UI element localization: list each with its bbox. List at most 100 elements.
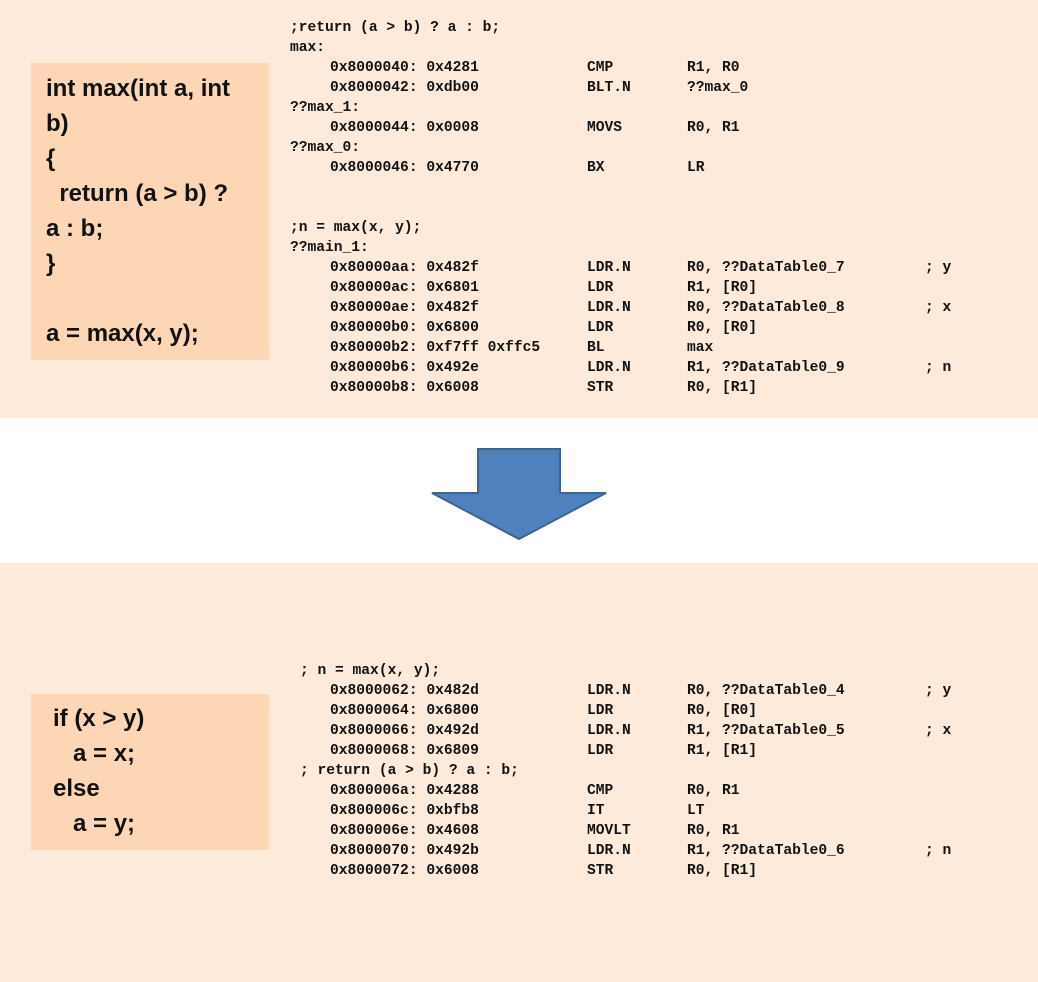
instruction-mnemonic: CMP — [587, 783, 614, 799]
instruction-mnemonic: MOVLT — [587, 823, 631, 839]
assembly-line: ;n = max(x, y); — [0, 218, 1038, 238]
instruction-mnemonic: BX — [587, 160, 605, 176]
instruction-operands: LT — [687, 803, 705, 819]
instruction-address: 0x80000ac: 0x6801 — [330, 280, 479, 296]
assembly-line: 0x80000b6: 0x492e LDR.N R1, ??DataTable0_9… — [0, 358, 1038, 378]
instruction-address: 0x800006a: 0x4288 — [330, 783, 479, 799]
c-source-box-inline: if (x > y) a = x;else a = y; — [31, 694, 269, 850]
assembly-line: 0x800006c: 0xbfb8 IT LT — [0, 801, 1038, 821]
assembly-source-comment: ; n = max(x, y); — [300, 663, 441, 679]
assembly-line: ??main_1: — [0, 238, 1038, 258]
instruction-operands: R1, ??DataTable0_6 — [687, 843, 845, 859]
instruction-operands: ??max_0 — [687, 80, 749, 96]
assembly-line: 0x8000064: 0x6800 LDR R0, [R0] — [0, 701, 1038, 721]
instruction-address: 0x80000b0: 0x6800 — [330, 320, 479, 336]
instruction-operands: R0, [R1] — [687, 863, 758, 879]
assembly-source-comment: ;n = max(x, y); — [290, 220, 422, 236]
assembly-line: 0x800006a: 0x4288 CMP R0, R1 — [0, 781, 1038, 801]
assembly-label: max: — [290, 40, 326, 56]
instruction-address: 0x8000064: 0x6800 — [330, 703, 479, 719]
instruction-mnemonic: LDR — [587, 320, 614, 336]
instruction-comment: ; n — [925, 843, 952, 859]
instruction-mnemonic: IT — [587, 803, 605, 819]
instruction-mnemonic: CMP — [587, 60, 614, 76]
source-code-line: a = max(x, y); — [46, 320, 199, 347]
instruction-comment: ; x — [925, 300, 952, 316]
assembly-listing-function-call: ;return (a > b) ? a : b; max:0x8000040: 0… — [0, 18, 1038, 398]
assembly-source-comment: ;return (a > b) ? a : b; — [290, 20, 501, 36]
instruction-operands: R0, R1 — [687, 783, 740, 799]
source-code-line: a = y; — [53, 810, 136, 837]
assembly-line: 0x80000b8: 0x6008 STR R0, [R1] — [0, 378, 1038, 398]
source-code-line: a : b; — [46, 215, 104, 242]
instruction-comment: ; n — [925, 360, 952, 376]
instruction-mnemonic: BL — [587, 340, 605, 356]
assembly-line — [0, 198, 1038, 218]
instruction-mnemonic: LDR.N — [587, 683, 631, 699]
instruction-address: 0x80000b6: 0x492e — [330, 360, 479, 376]
instruction-operands: R0, ??DataTable0_8 — [687, 300, 845, 316]
instruction-address: 0x8000072: 0x6008 — [330, 863, 479, 879]
instruction-address: 0x80000ae: 0x482f — [330, 300, 479, 316]
instruction-comment: ; y — [925, 260, 952, 276]
instruction-address: 0x8000040: 0x4281 — [330, 60, 479, 76]
instruction-mnemonic: LDR.N — [587, 360, 631, 376]
assembly-label: ??max_1: — [290, 100, 361, 116]
instruction-mnemonic: LDR.N — [587, 300, 631, 316]
instruction-address: 0x8000042: 0xdb00 — [330, 80, 479, 96]
instruction-comment: ; y — [925, 683, 952, 699]
source-code-line: } — [46, 250, 56, 277]
instruction-address: 0x8000062: 0x482d — [330, 683, 479, 699]
instruction-address: 0x80000b8: 0x6008 — [330, 380, 479, 396]
instruction-operands: R1, [R0] — [687, 280, 758, 296]
assembly-line: 0x80000b2: 0xf7ff 0xffc5 BL max — [0, 338, 1038, 358]
instruction-operands: max — [687, 340, 714, 356]
instruction-mnemonic: LDR.N — [587, 723, 631, 739]
instruction-mnemonic: MOVS — [587, 120, 623, 136]
source-code-line: a = x; — [53, 740, 136, 767]
instruction-address: 0x8000070: 0x492b — [330, 843, 479, 859]
instruction-address: 0x80000b2: 0xf7ff 0xffc5 — [330, 340, 541, 356]
assembly-line: 0x8000046: 0x4770 BX LR — [0, 158, 1038, 178]
instruction-operands: LR — [687, 160, 705, 176]
instruction-mnemonic: LDR.N — [587, 843, 631, 859]
instruction-address: 0x8000046: 0x4770 — [330, 160, 479, 176]
instruction-operands: R1, ??DataTable0_9 — [687, 360, 845, 376]
instruction-mnemonic: LDR — [587, 703, 614, 719]
assembly-line: 0x80000ae: 0x482f LDR.N R0, ??DataTable0_8… — [0, 298, 1038, 318]
source-code-line: if (x > y) — [53, 705, 145, 732]
instruction-comment: ; x — [925, 723, 952, 739]
instruction-address: 0x800006c: 0xbfb8 — [330, 803, 479, 819]
assembly-line: max: — [0, 38, 1038, 58]
instruction-address: 0x8000068: 0x6809 — [330, 743, 479, 759]
instruction-address: 0x8000044: 0x0008 — [330, 120, 479, 136]
instruction-mnemonic: LDR — [587, 743, 614, 759]
instruction-address: 0x8000066: 0x492d — [330, 723, 479, 739]
instruction-operands: R0, [R1] — [687, 380, 758, 396]
instruction-operands: R0, [R0] — [687, 703, 758, 719]
instruction-operands: R0, ??DataTable0_4 — [687, 683, 845, 699]
instruction-operands: R0, [R0] — [687, 320, 758, 336]
assembly-line: ??max_0: — [0, 138, 1038, 158]
instruction-mnemonic: LDR — [587, 280, 614, 296]
assembly-label: ??max_0: — [290, 140, 361, 156]
instruction-address: 0x800006e: 0x4608 — [330, 823, 479, 839]
instruction-mnemonic: STR — [587, 380, 614, 396]
source-code-line: { — [46, 145, 56, 172]
assembly-line: ;return (a > b) ? a : b; — [0, 18, 1038, 38]
assembly-source-comment: ; return (a > b) ? a : b; — [300, 763, 519, 779]
instruction-operands: R0, ??DataTable0_7 — [687, 260, 845, 276]
assembly-line: ; return (a > b) ? a : b; — [0, 761, 1038, 781]
source-code-line: int max(int a, int — [46, 75, 231, 102]
assembly-line: 0x8000062: 0x482d LDR.N R0, ??DataTable0_4… — [0, 681, 1038, 701]
